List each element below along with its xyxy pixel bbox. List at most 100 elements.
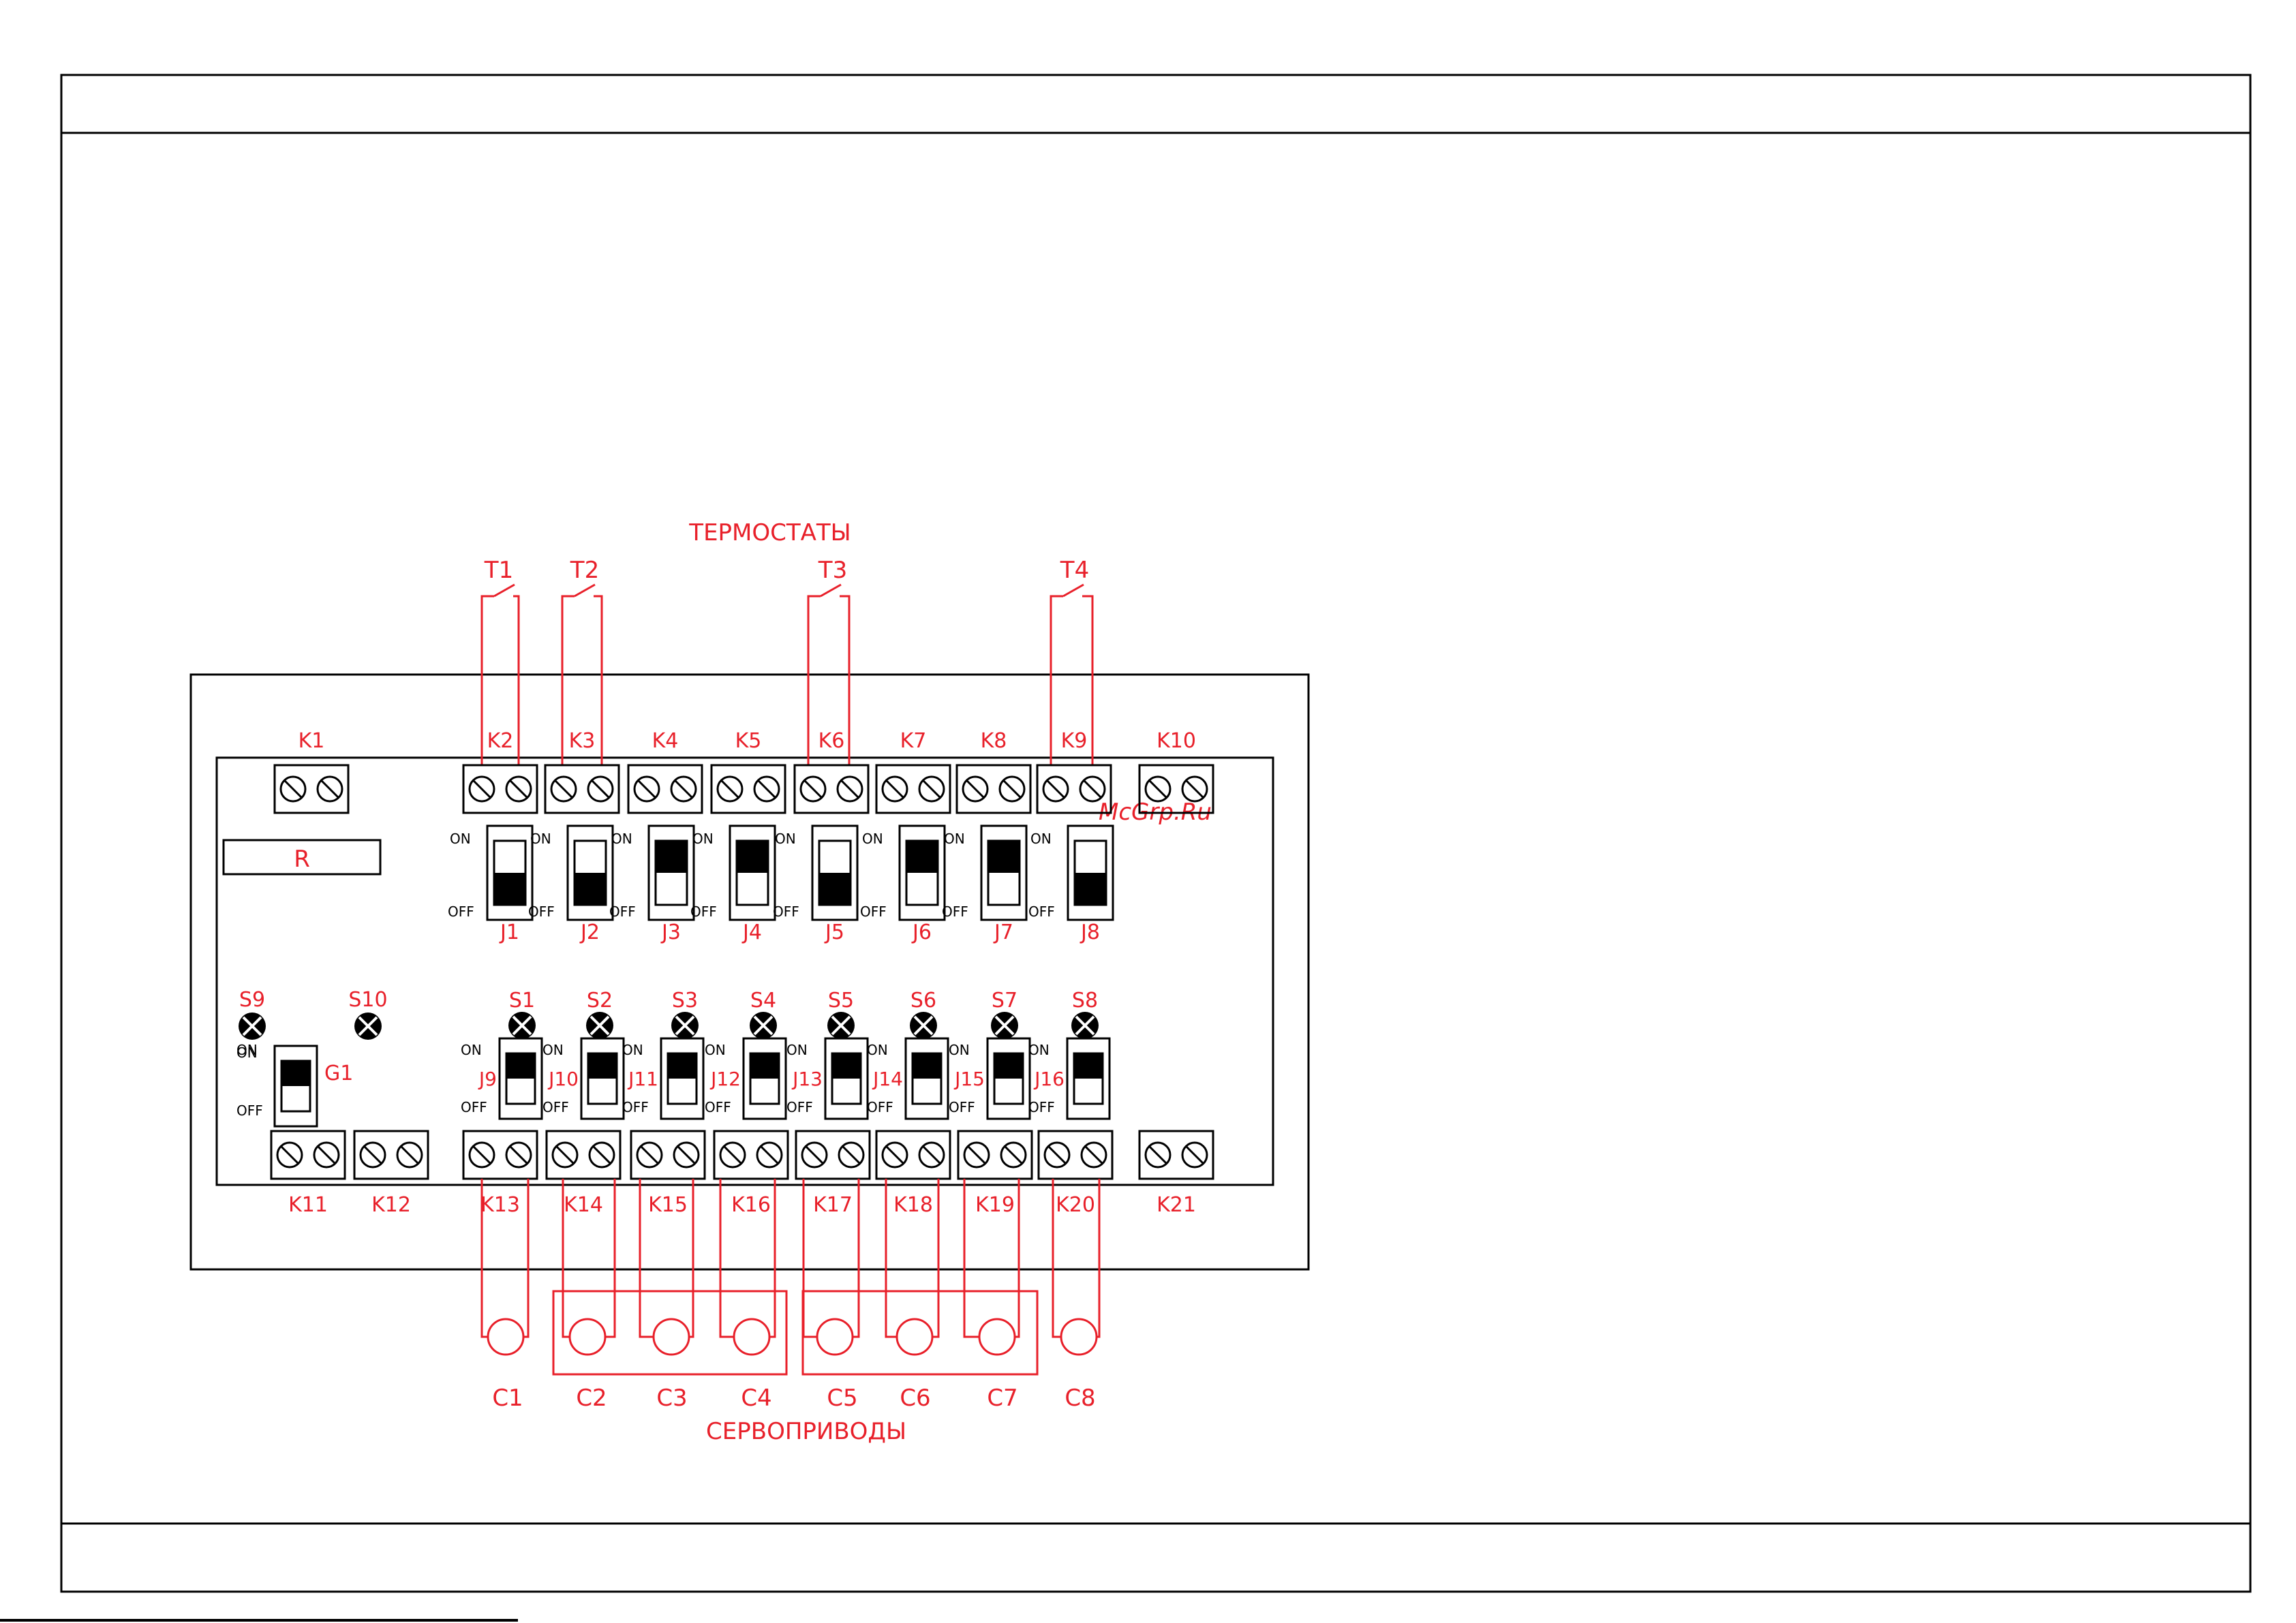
thermostat-t1-contact [493,583,515,598]
terminal-k12 [353,1130,429,1180]
switch-j9-knob [506,1053,535,1079]
switch-on-label: ON [867,1042,888,1058]
thermostat-t1-wire-b [513,595,520,765]
switch-j12 [742,1037,787,1120]
switch-j3-frame [647,824,695,921]
terminal-k7-screw-1 [881,775,908,803]
terminal-k10-body [1138,764,1214,814]
led-s7-cross-b [994,1015,1015,1036]
switch-j15 [986,1037,1031,1120]
terminal-k8-slot-1 [966,779,985,799]
terminal-label-k7: K7 [900,729,927,753]
switch-j12-knob [750,1053,779,1079]
jumper-label-j6: J6 [911,921,932,944]
servo-c2-lead-b [605,1179,616,1338]
jumper-label-j3: J3 [660,921,681,944]
switch-on-label: ON [622,1042,643,1058]
switch-j7-knob [988,841,1020,873]
switch-off-label: OFF [542,1099,569,1115]
terminal-k2-slot-1 [472,779,491,799]
switch-off-label: OFF [448,903,474,920]
terminal-k15-body [630,1130,706,1180]
jumper-label-j7: J7 [993,921,1013,944]
terminal-k5-slot-2 [757,779,776,799]
switch-j13-knob [832,1053,861,1079]
terminal-k18-screw-1 [881,1141,908,1169]
servo-group-c2-c4 [552,1290,788,1376]
jumper-label-j2: J2 [579,921,600,944]
servo-c4-body [733,1318,771,1356]
led-s5-cross-b [831,1015,851,1036]
switch-j7-frame [980,824,1028,921]
terminal-k11 [270,1130,346,1180]
terminal-k19-screw-1 [963,1141,990,1169]
jumper-label-j12: J12 [709,1068,741,1090]
switch-j2-frame [566,824,614,921]
switch-j4 [729,824,776,921]
terminal-k13-body [462,1130,538,1180]
switch-j5 [811,824,859,921]
thermostat-label-t3: T3 [818,557,847,584]
terminal-label-k6: K6 [818,729,845,753]
servo-label-c4: C4 [741,1385,771,1412]
terminal-label-k21: K21 [1157,1193,1196,1217]
thermostat-t3 [807,583,851,765]
led-s4 [750,1012,777,1039]
switch-j13 [824,1037,869,1120]
led-s5 [827,1012,855,1039]
switch-j14 [904,1037,949,1120]
terminal-k15-screw-1 [636,1141,663,1169]
servo-label-c8: C8 [1065,1385,1095,1412]
terminal-k10-screw-2 [1181,775,1208,803]
led-s8-cross-b [1075,1015,1095,1036]
terminal-k12-slot-2 [400,1145,419,1164]
jumper-label-j16: J16 [1033,1068,1065,1090]
terminal-k4-screw-1 [633,775,660,803]
switch-on-label: ON [450,831,471,847]
terminal-k14-screw-1 [551,1141,579,1169]
led-s9 [239,1013,266,1040]
switch-j11 [660,1037,705,1120]
switch-on-label: ON [862,831,883,847]
led-label-s10: S10 [348,988,387,1012]
terminal-k15 [630,1130,706,1180]
terminal-k3 [544,764,620,814]
terminal-k14-slot-2 [592,1145,611,1164]
terminal-k21-slot-2 [1185,1145,1204,1164]
switch-off-label: OFF [622,1099,649,1115]
terminal-k21-slot-1 [1148,1145,1167,1164]
led-label-s3: S3 [672,989,698,1013]
terminal-k15-screw-2 [673,1141,700,1169]
terminal-k12-slot-1 [363,1145,382,1164]
servo-actuators [480,1179,1101,1376]
jumper-label-j1: J1 [499,921,519,944]
switch-j1-knob [494,873,525,905]
wires [480,583,1094,765]
terminal-k1-slot-2 [320,779,339,799]
servo-c3 [639,1179,694,1356]
switch-j6 [898,824,946,921]
servo-c2-lead-a [562,1179,570,1338]
sheet-border [60,74,2252,1593]
terminal-k21-screw-1 [1144,1141,1172,1169]
terminal-k20-body [1037,1130,1114,1180]
terminal-k6-slot-1 [803,779,823,799]
terminal-label-k20: K20 [1056,1193,1095,1217]
leds [239,1012,1099,1040]
jumper-switches [273,824,1114,1128]
terminal-k1-slot-1 [284,779,303,799]
terminal-k6-screw-1 [799,775,827,803]
led-s4-cross-b [753,1015,774,1036]
terminal-k9-body [1036,764,1112,814]
led-label-s6: S6 [910,989,936,1013]
switch-off-label: OFF [528,903,555,920]
terminal-k17-slot-1 [805,1145,824,1164]
switch-off-label: OFF [1028,903,1055,920]
terminal-k2-slot-2 [509,779,528,799]
switch-on-label: ON [530,831,551,847]
jumper-label-j10: J10 [547,1068,579,1090]
switch-off-label: OFF [860,903,887,920]
switch-on-label: ON [236,1042,258,1058]
servo-group-c5-c7 [801,1290,1039,1376]
